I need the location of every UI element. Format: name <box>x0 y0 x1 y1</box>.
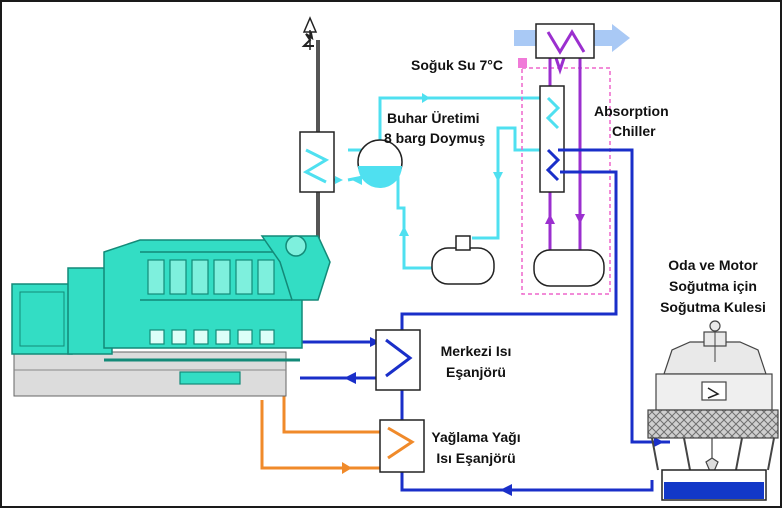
engine-generator-set <box>11 235 331 397</box>
central-heat-exchanger <box>375 329 421 391</box>
chiller-evaporator <box>535 23 595 59</box>
chiller-generator <box>539 85 565 193</box>
cooling-tower-label-line1: Oda ve Motor <box>668 257 758 273</box>
cold-water-label: Soğuk Su 7°C <box>411 57 503 73</box>
oil-heat-exchanger-label-line2: Isı Eşanjörü <box>436 450 515 466</box>
absorption-chiller-boundary <box>521 67 611 295</box>
cooling-tower-label-line2: Soğutma için <box>669 278 757 294</box>
exhaust-stack <box>301 16 320 242</box>
cooling-tower-label-line3: Soğutma Kulesi <box>660 299 766 315</box>
chilled-water-down-arrow <box>575 214 585 224</box>
steam-generation-label-line1: Buhar Üretimi <box>387 110 480 126</box>
steam-generation-label-line2: 8 barg Doymuş <box>384 130 485 146</box>
cooling-water-arrows <box>344 337 664 496</box>
chilled-water-up-arrow <box>545 214 555 224</box>
feed-water-tank <box>431 235 495 285</box>
absorption-chiller-label-line2: Chiller <box>612 123 656 139</box>
central-heat-exchanger-label-line2: Eşanjörü <box>446 364 506 380</box>
steam-loop-arrows <box>352 93 503 236</box>
chiller-tank <box>533 249 605 287</box>
absorption-chiller-label-line1: Absorption <box>594 103 669 119</box>
cooling-water-loop <box>300 148 670 492</box>
oil-loop-arrow <box>342 462 352 474</box>
oil-heat-exchanger-label-line1: Yağlama Yağı <box>431 429 520 445</box>
steam-drum <box>357 139 403 188</box>
cold-water-marker <box>518 58 527 68</box>
oil-heat-exchanger <box>379 419 425 473</box>
central-heat-exchanger-label-line1: Merkezi Isı <box>441 343 512 359</box>
cooling-tower <box>647 320 779 501</box>
exhaust-heat-exchanger <box>299 131 335 193</box>
